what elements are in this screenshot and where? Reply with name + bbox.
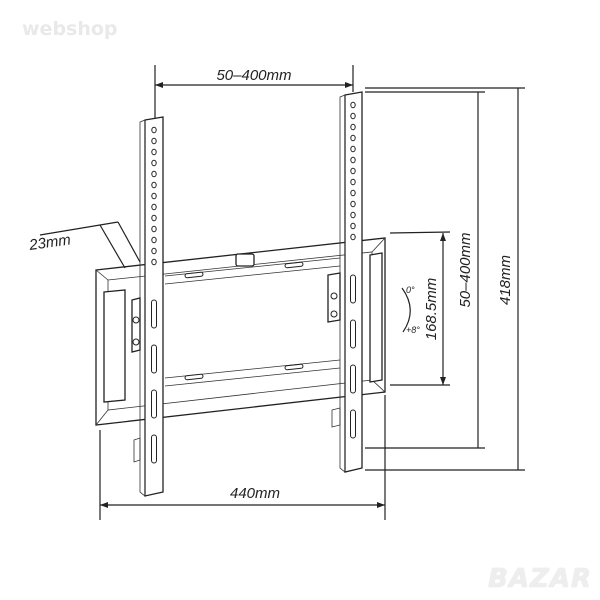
arm-hole [151,236,157,244]
dim-total-height: 418mm [365,87,525,471]
arm-hole [151,247,157,255]
arm-slot [350,319,356,349]
arm-hole [350,178,356,186]
label-total-height: 418mm [497,255,514,305]
arm-hole [350,222,356,230]
arm-slot [350,364,356,394]
label-depth: 23mm [27,231,72,254]
arm-holes [151,101,356,464]
arm-hole [350,123,356,131]
arm-hole [151,159,157,167]
tilt-top: 0° [406,285,415,295]
arm-hole [151,181,157,189]
arm-hole [151,148,157,156]
arm-hole [350,189,356,197]
arm-hole [350,167,356,175]
arm-hole [151,203,157,211]
label-bottom-width: 440mm [230,485,280,502]
arm-slot [151,344,157,374]
arm-hole [350,134,356,142]
arm-slot [151,434,157,464]
arm-hole [350,211,356,219]
arm-slot [350,409,356,439]
dim-depth: 23mm [27,221,141,269]
arm-hole [350,200,356,208]
dim-frame-height: 168.5mm [389,231,451,386]
left-vertical-arm [131,116,164,497]
arm-hole [350,145,356,153]
arm-hole [350,112,356,120]
arm-slot [151,389,157,419]
arm-hole [151,225,157,233]
watermark-bazar: BAZAR [488,564,592,594]
label-top-width: 50–400mm [216,67,291,84]
tilt-bottom: +8° [406,325,420,335]
dim-bottom-width: 440mm [99,395,386,520]
arm-hole [151,214,157,222]
label-frame-height: 168.5mm [423,278,440,341]
label-vertical-range: 50–400mm [457,232,474,307]
arm-hole [350,156,356,164]
watermark-webshop: webshop [22,18,118,40]
arm-hole [350,233,356,241]
arm-hole [151,170,157,178]
arm-slot [350,274,356,304]
right-vertical-arm [327,91,363,473]
arm-hole [350,101,356,109]
arm-hole [151,137,157,145]
dim-top-width: 50–400mm [154,65,354,118]
arm-hole [151,258,157,266]
arm-hole [151,126,157,134]
wall-plate [95,237,386,426]
dim-vertical-range: 50–400mm [365,91,485,449]
arm-hole [151,192,157,200]
tilt-indicator: 0° +8° [401,285,420,335]
arm-slot [151,299,157,329]
